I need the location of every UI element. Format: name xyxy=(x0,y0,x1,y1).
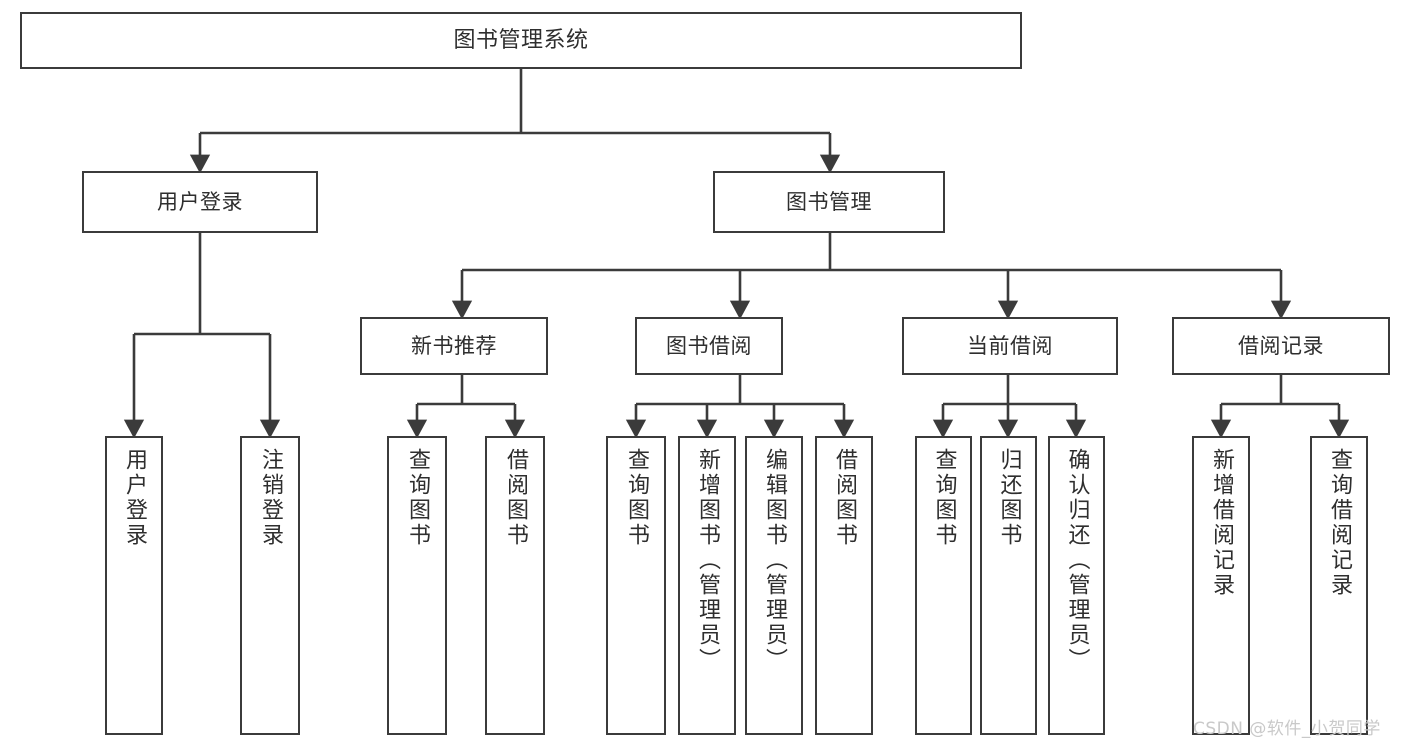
node-leaf-borrow-query-label: 查询图书 xyxy=(624,448,649,548)
node-leaf-rec-query-label: 查询图书 xyxy=(405,448,430,548)
node-borrow-record[interactable]: 借阅记录 xyxy=(1172,317,1390,375)
csdn-watermark: CSDN @软件_小贺同学 xyxy=(1193,719,1381,739)
node-leaf-rec-borrow[interactable]: 借阅图书 xyxy=(485,436,545,735)
node-book-manage-label: 图书管理 xyxy=(786,189,872,214)
node-leaf-cur-confirm[interactable]: 确认归还（管理员） xyxy=(1048,436,1105,735)
node-new-book-rec[interactable]: 新书推荐 xyxy=(360,317,548,375)
node-leaf-borrow-do[interactable]: 借阅图书 xyxy=(815,436,873,735)
node-leaf-borrow-add-label: 新增图书（管理员） xyxy=(695,448,720,673)
node-user-login-label: 用户登录 xyxy=(157,189,243,214)
node-current-borrow[interactable]: 当前借阅 xyxy=(902,317,1118,375)
node-current-borrow-label: 当前借阅 xyxy=(967,333,1053,358)
node-leaf-rec-add[interactable]: 新增借阅记录 xyxy=(1192,436,1250,735)
node-leaf-cur-return-label: 归还图书 xyxy=(996,448,1022,548)
node-leaf-borrow-query[interactable]: 查询图书 xyxy=(606,436,666,735)
node-leaf-borrow-edit-label: 编辑图书（管理员） xyxy=(762,448,787,673)
node-book-borrow[interactable]: 图书借阅 xyxy=(635,317,783,375)
node-leaf-rec-search-label: 查询借阅记录 xyxy=(1327,448,1352,598)
node-book-manage[interactable]: 图书管理 xyxy=(713,171,945,233)
node-leaf-cur-return[interactable]: 归还图书 xyxy=(980,436,1037,735)
node-leaf-cur-query-label: 查询图书 xyxy=(931,448,957,548)
node-leaf-cur-confirm-label: 确认归还（管理员） xyxy=(1064,448,1090,673)
node-leaf-rec-query[interactable]: 查询图书 xyxy=(387,436,447,735)
node-leaf-user-login-label: 用户登录 xyxy=(122,448,147,548)
node-leaf-rec-borrow-label: 借阅图书 xyxy=(503,448,528,548)
node-root[interactable]: 图书管理系统 xyxy=(20,12,1022,69)
node-leaf-borrow-add[interactable]: 新增图书（管理员） xyxy=(678,436,736,735)
node-borrow-record-label: 借阅记录 xyxy=(1238,333,1324,358)
node-leaf-borrow-edit[interactable]: 编辑图书（管理员） xyxy=(745,436,803,735)
node-leaf-rec-add-label: 新增借阅记录 xyxy=(1209,448,1234,598)
node-user-login[interactable]: 用户登录 xyxy=(82,171,318,233)
node-leaf-user-logout-label: 注销登录 xyxy=(258,448,283,548)
node-book-borrow-label: 图书借阅 xyxy=(666,333,752,358)
node-leaf-user-login[interactable]: 用户登录 xyxy=(105,436,163,735)
node-leaf-borrow-do-label: 借阅图书 xyxy=(832,448,857,548)
node-leaf-rec-search[interactable]: 查询借阅记录 xyxy=(1310,436,1368,735)
node-leaf-cur-query[interactable]: 查询图书 xyxy=(915,436,972,735)
node-new-book-rec-label: 新书推荐 xyxy=(411,333,497,358)
node-leaf-user-logout[interactable]: 注销登录 xyxy=(240,436,300,735)
node-root-label: 图书管理系统 xyxy=(453,27,589,53)
